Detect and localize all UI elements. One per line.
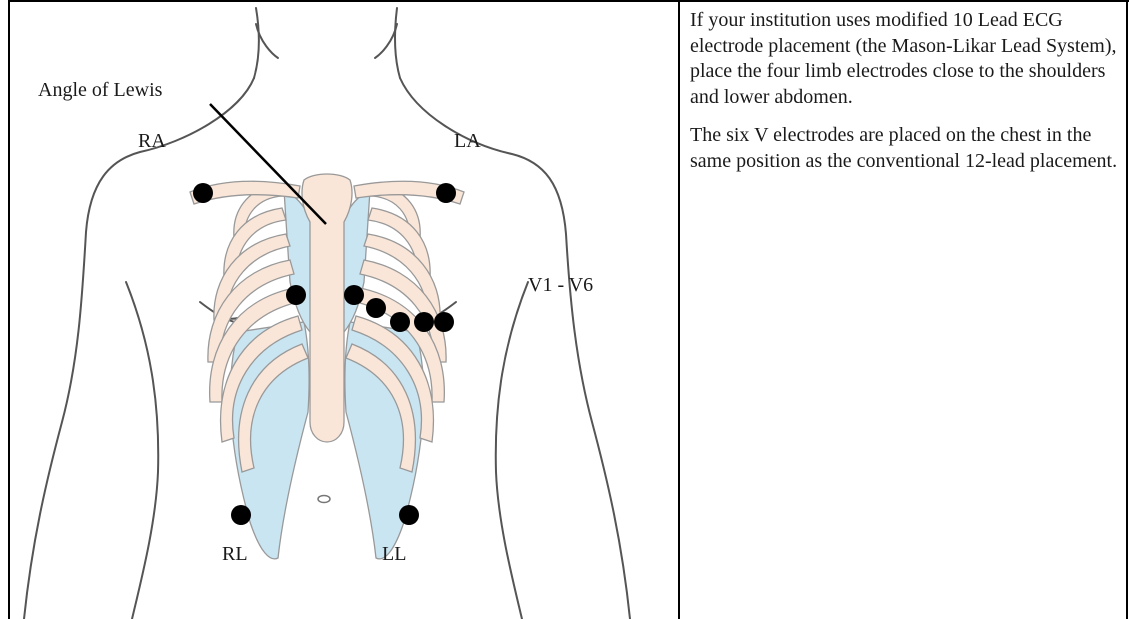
label-v1-v6: V1 - V6 [528,274,593,297]
table-column-divider [678,0,680,619]
instruction-paragraph-2: The six V electrodes are placed on the c… [690,123,1118,174]
label-la: LA [454,130,481,153]
electrode-v2 [344,285,364,305]
angle-of-lewis-pointer [210,104,326,224]
ecg-electrode-placement-figure: Angle of Lewis RA LA V1 - V6 RL LL [10,2,678,619]
navel-mark [318,496,330,503]
electrode-la [436,183,456,203]
instruction-paragraph-1: If your institution uses modified 10 Lea… [690,8,1118,110]
electrode-ra [193,183,213,203]
electrode-v3 [366,298,386,318]
electrode-v4 [390,312,410,332]
electrode-v5 [414,312,434,332]
electrode-rl [231,505,251,525]
rib-cage [190,174,464,559]
instruction-text-column: If your institution uses modified 10 Lea… [690,8,1118,187]
table-right-border [1126,0,1128,619]
electrode-v6 [434,312,454,332]
electrode-ll [399,505,419,525]
label-angle-of-lewis: Angle of Lewis [38,79,162,102]
electrode-v1 [286,285,306,305]
label-rl: RL [222,543,248,566]
label-ll: LL [382,543,406,566]
label-ra: RA [138,130,166,153]
